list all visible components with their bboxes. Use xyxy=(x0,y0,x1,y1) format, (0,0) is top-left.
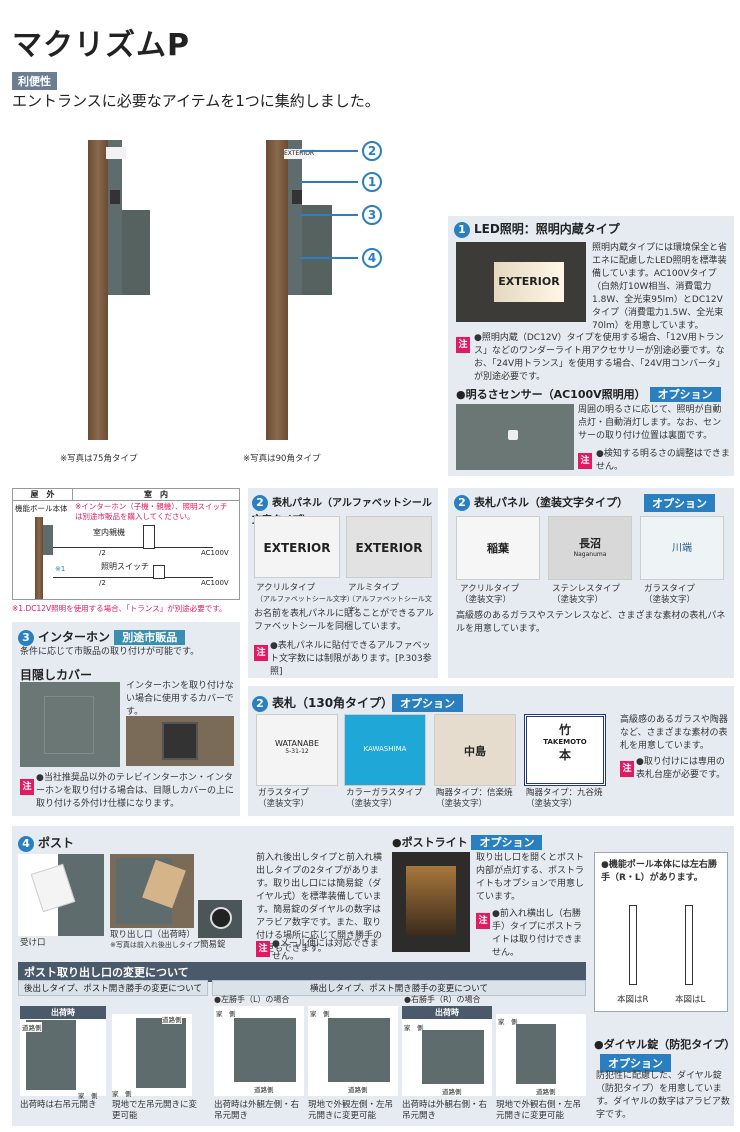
stainless-paint-plate: 長沼 Naganuma xyxy=(548,516,632,580)
glass-nameplate: WATANABE 5-31-12 xyxy=(256,714,338,786)
sensor-body: 周囲の明るさに応じて、照明が自動点灯・自動消灯します。なお、センサーの取り付け位… xyxy=(578,405,722,441)
product-photo-90: EXTERIOR xyxy=(240,135,400,455)
callout-3: 3 xyxy=(362,205,382,225)
acrylic-paint-plate: 稲葉 xyxy=(456,516,540,580)
wiring-diagram: 屋 外 室 内 機能ボール本体 ※インターホン（子機・親機）、照明スイッチは別途… xyxy=(12,488,240,600)
photo1-caption: ※写真は75角タイプ xyxy=(60,454,138,464)
led-body: 照明内蔵タイプには環境保全と省エネに配慮したLED照明を標準装備しています。AC… xyxy=(592,243,728,331)
photo2-sign: EXTERIOR xyxy=(284,149,315,159)
wiring-footnote: ※1.DC12V照明を使用する場合、「トランス」が別途必要です。 xyxy=(12,604,227,613)
cover-photo xyxy=(20,682,120,767)
kutani-nameplate: 竹 TAKEMOTO 本 xyxy=(524,714,606,786)
acrylic-sticker-plate: EXTERIOR xyxy=(254,516,340,578)
door-diagram-5: 出荷時 家 側 道路側 xyxy=(402,1006,492,1096)
mail-slot-photo xyxy=(18,854,104,936)
intercom-photo xyxy=(126,716,234,766)
glass-paint-plate: 川端 xyxy=(640,516,724,580)
lead-text: エントランスに必要なアイテムを1つに集約しました。 xyxy=(12,92,380,110)
led-sign: EXTERIOR xyxy=(494,262,564,302)
door-diagram-3: 家 側 道路側 xyxy=(214,1006,304,1096)
color-glass-nameplate: KAWASHIMA xyxy=(344,714,426,786)
postlight-photo xyxy=(392,852,470,952)
led-note: ●照明内蔵（DC12V）タイプを使用する場合、「12V用トランス」などのワンダー… xyxy=(474,333,726,382)
photo2-caption: ※写真は90角タイプ xyxy=(243,454,321,464)
page-title: マクリズムP xyxy=(12,28,190,63)
callout-4: 4 xyxy=(362,248,382,268)
led-photo: EXTERIOR xyxy=(456,242,586,322)
handedness-box: ●機能ポール本体には左右勝手（R・L）があります。 本図はR 本図はL xyxy=(594,852,728,1012)
callout-2: 2 xyxy=(362,141,382,161)
sensor-note: ●検知する明るさの調整はできません。 xyxy=(596,449,730,472)
change-bar: ポスト取り出し口の変更について xyxy=(18,962,586,982)
feature-badge: 利便性 xyxy=(12,72,57,90)
dial-body: 防犯性に配慮した、ダイヤル錠（防犯タイプ）を用意しています。ダイヤルの数字はアラ… xyxy=(596,1071,730,1120)
led-note-mark: 注 xyxy=(456,332,470,353)
door-diagram-1: 出荷時 道路側 家 側 xyxy=(20,1006,106,1100)
dial-heading: ●ダイヤル錠（防犯タイプ） xyxy=(594,1038,736,1051)
callout-1: 1 xyxy=(362,172,382,192)
takeout-photo xyxy=(110,854,194,928)
product-photo-75 xyxy=(40,135,200,455)
door-diagram-2: 道路側 家 側 xyxy=(112,1014,192,1098)
aluminum-sticker-plate: EXTERIOR xyxy=(346,516,432,578)
sensor-photo xyxy=(456,404,574,470)
sensor-heading: ●明るさセンサー（AC100V照明用） オプション xyxy=(456,386,721,402)
dial-lock-photo xyxy=(198,900,242,938)
door-diagram-4: 家 側 道路側 xyxy=(308,1006,398,1096)
door-diagram-6: 家 側 道路側 xyxy=(496,1014,586,1096)
shigaraki-nameplate: 中島 xyxy=(434,714,516,786)
